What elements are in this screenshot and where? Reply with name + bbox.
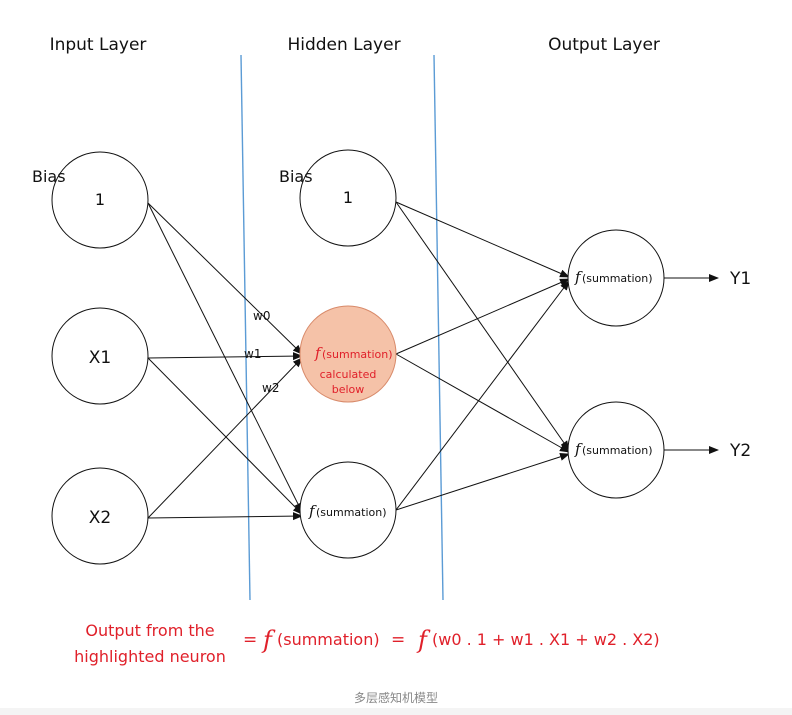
highlighted-calculated: calculated <box>320 368 377 381</box>
edge-h1-o1 <box>395 278 570 355</box>
formula-f-1: f <box>261 626 276 654</box>
output-node-2 <box>567 401 665 499</box>
hidden-node-highlighted <box>299 305 397 403</box>
edge-x1-h1 <box>147 352 303 361</box>
edge-x2-h2 <box>147 512 303 521</box>
formula-equals-1: = <box>243 630 257 650</box>
formula-expression: (w0 . 1 + w1 . X1 + w2 . X2) <box>432 630 660 649</box>
hidden-output-connections <box>395 201 570 511</box>
input-bias-value: 1 <box>95 190 105 209</box>
edge-hbias-o2 <box>395 201 570 451</box>
weight-label-w0: w0 <box>253 309 270 323</box>
input-bias-node <box>51 151 149 249</box>
divider-line-2 <box>433 54 444 601</box>
input-bias-label: Bias <box>32 167 66 186</box>
output-label-y2: Y2 <box>729 441 751 461</box>
highlighted-below: below <box>332 383 365 396</box>
output-label-y1: Y1 <box>729 269 751 289</box>
hidden2-f-symbol: f <box>308 502 317 520</box>
divider-line-1 <box>240 54 251 601</box>
output-layer-title: Output Layer <box>548 35 660 55</box>
hidden-bias-value: 1 <box>343 188 353 207</box>
weight-label-w2: w2 <box>262 381 279 395</box>
output2-summation: (summation) <box>582 444 653 457</box>
formula-label-line2: highlighted neuron <box>74 647 226 666</box>
input-x2-label: X2 <box>89 508 111 528</box>
hidden-bias-label: Bias <box>279 167 313 186</box>
weight-label-w1: w1 <box>244 347 261 361</box>
formula-summation: (summation) <box>277 630 380 649</box>
highlighted-f-symbol: f <box>314 344 323 362</box>
hidden2-summation: (summation) <box>316 506 387 519</box>
hidden-layer-title: Hidden Layer <box>287 35 400 55</box>
edge-h2-o1 <box>395 280 570 511</box>
input-node-x1 <box>51 307 149 405</box>
edge-x1-h2 <box>147 357 303 515</box>
input-hidden-connections <box>147 202 303 521</box>
output-node-1 <box>567 229 665 327</box>
output1-f-symbol: f <box>574 268 583 286</box>
edge-h1-o2 <box>395 353 570 453</box>
input-node-x2 <box>51 467 149 565</box>
edge-bias-h1 <box>147 202 303 355</box>
output2-f-symbol: f <box>574 440 583 458</box>
formula-f-2: f <box>416 626 431 654</box>
edge-h2-o2 <box>395 452 570 511</box>
highlighted-summation: (summation) <box>322 348 393 361</box>
diagram-caption: 多层感知机模型 <box>354 690 438 705</box>
edge-x2-h1 <box>147 357 303 519</box>
input-layer-title: Input Layer <box>50 35 147 55</box>
input-x1-label: X1 <box>89 348 111 368</box>
footer-bar <box>0 708 792 715</box>
output1-summation: (summation) <box>582 272 653 285</box>
hidden-node-2 <box>299 461 397 559</box>
formula-equals-2: = <box>391 630 405 650</box>
edge-hbias-o1 <box>395 201 570 278</box>
hidden-bias-node <box>299 149 397 247</box>
formula-label-line1: Output from the <box>85 621 214 640</box>
